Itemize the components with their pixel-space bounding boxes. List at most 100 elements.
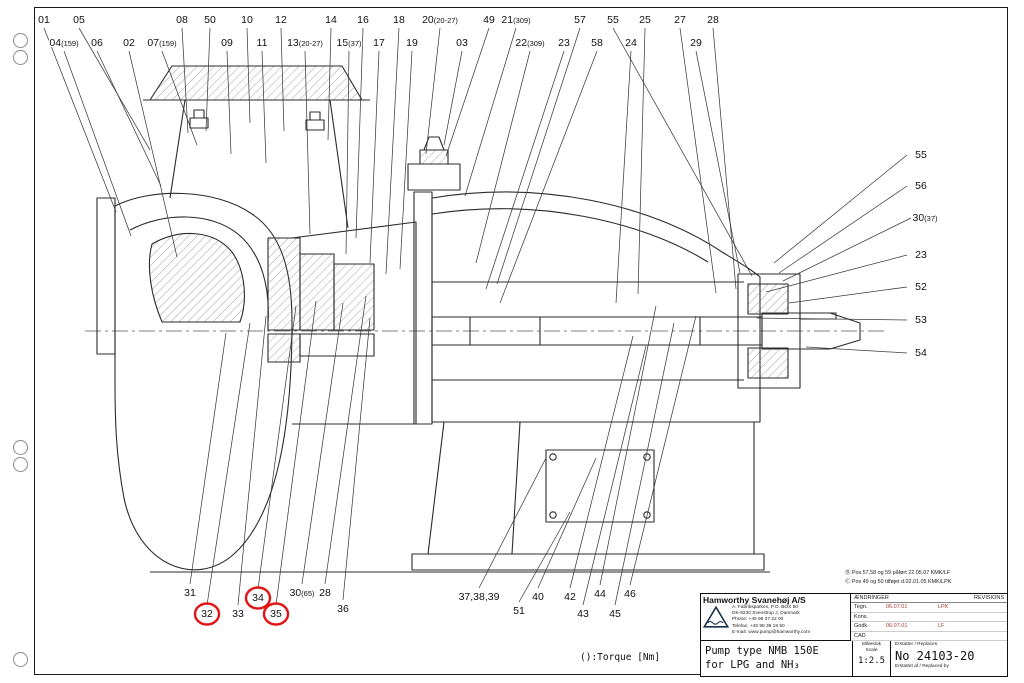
callout-12: 12 xyxy=(274,13,288,132)
callout-22309: 22(309) xyxy=(475,36,546,264)
seal-housing xyxy=(267,221,417,425)
svg-text:29: 29 xyxy=(690,37,702,49)
revision-note-line: Ⓑ Pos 57,58 og 59 påført 22.05.07 KMK/LF xyxy=(845,570,951,576)
scale-label: Målestok xyxy=(861,642,882,647)
callout-21309: 21(309) xyxy=(464,13,532,197)
svg-text:58: 58 xyxy=(591,37,603,49)
svg-text:30(37): 30(37) xyxy=(912,212,938,224)
callout-43: 43 xyxy=(576,345,647,621)
approval-label: Godk. xyxy=(854,623,869,629)
company-cell: Hamworthy Svanehøj A/S A. Fabriksparken,… xyxy=(701,594,851,640)
company-address-line: E-mail: www.pump@hamworthy.com xyxy=(732,629,811,635)
highlight-circle xyxy=(244,586,272,610)
callout-28: 28 xyxy=(706,13,737,290)
callout-34: 34 xyxy=(244,305,297,610)
company-name: Hamworthy Svanehøj A/S xyxy=(703,595,806,605)
company-logo-icon xyxy=(703,605,729,628)
approval-date xyxy=(886,632,938,641)
callout-19: 19 xyxy=(399,36,419,270)
approval-date xyxy=(886,613,938,622)
inspection-plate xyxy=(545,449,655,523)
svg-text:13(20-27): 13(20-27) xyxy=(287,37,323,49)
callout-28: 28 xyxy=(318,295,367,600)
svg-text:05: 05 xyxy=(73,14,85,26)
approval-row: Tegn. 06.07.01 LPK xyxy=(851,603,1007,613)
callout-46: 46 xyxy=(623,315,697,601)
svg-text:24: 24 xyxy=(625,37,637,49)
scale-label-en: Scale xyxy=(865,648,878,654)
highlight-circle xyxy=(193,602,221,626)
svg-text:45: 45 xyxy=(609,608,621,620)
svg-text:06: 06 xyxy=(91,37,103,49)
callout-14: 14 xyxy=(324,13,338,141)
callout-29: 29 xyxy=(689,36,741,274)
svg-text:23: 23 xyxy=(915,249,927,261)
callout-40: 40 xyxy=(531,457,597,604)
approval-date: 06.07.01 xyxy=(886,604,908,610)
svg-text:34: 34 xyxy=(252,592,264,604)
callout-10: 10 xyxy=(240,13,254,124)
callout-373839: 37,38,39 xyxy=(457,457,547,604)
svg-text:23: 23 xyxy=(558,37,570,49)
svg-text:08: 08 xyxy=(176,14,188,26)
svg-text:14: 14 xyxy=(325,14,337,26)
callout-23: 23 xyxy=(485,36,571,290)
svg-text:57: 57 xyxy=(574,14,586,26)
approval-initials: LPK xyxy=(938,604,949,610)
callout-54: 54 xyxy=(805,346,928,360)
punch-hole xyxy=(13,652,28,667)
callout-01: 01 xyxy=(37,13,117,213)
bearing-assembly xyxy=(737,273,801,389)
approval-row: CAD xyxy=(851,632,1007,641)
callout-31: 31 xyxy=(183,332,227,600)
housing-bolt xyxy=(407,136,461,191)
drawing-title-line1: Pump type NMB 150E xyxy=(705,645,819,657)
callout-58: 58 xyxy=(499,36,604,304)
drawing-title-line2: for LPG and NH₃ xyxy=(705,659,800,672)
svg-text:02: 02 xyxy=(123,37,135,49)
svg-text:21(309): 21(309) xyxy=(501,14,531,26)
svg-text:33: 33 xyxy=(232,608,244,620)
pedestal-baseplate xyxy=(150,421,770,573)
company-address-line: DK-9230 Svenstrup J, Danmark xyxy=(732,611,800,617)
svg-text:20(20-27): 20(20-27) xyxy=(422,14,458,26)
callout-02: 02 xyxy=(122,36,178,258)
svg-text:03: 03 xyxy=(456,37,468,49)
approvals-table: ÆNDRINGER REVISIONS Tegn. 06.07.01 LPK K… xyxy=(851,594,1007,641)
callout-56: 56 xyxy=(778,179,928,274)
approval-date: 06.07.01 xyxy=(886,623,908,629)
company-address-line: A. Fabriksparken, P.O. BOX 50 xyxy=(732,605,799,610)
pump-cross-section-drawing xyxy=(85,65,888,573)
replaced-by-label: Erstattet af / Replaced by xyxy=(895,664,949,670)
callout-3037: 30(37) xyxy=(782,211,939,282)
scale-cell: Målestok Scale 1:2.5 xyxy=(853,641,891,676)
svg-text:56: 56 xyxy=(915,180,927,192)
svg-text:46: 46 xyxy=(624,588,636,600)
highlight-circle xyxy=(262,602,290,626)
callout-33: 33 xyxy=(231,315,267,621)
approval-label: Tegn. xyxy=(854,604,868,610)
callout-24: 24 xyxy=(615,36,638,304)
torque-note: ():Torque [Nm] xyxy=(580,652,661,663)
callout-51: 51 xyxy=(512,511,571,618)
callout-42: 42 xyxy=(563,335,634,604)
title-block: Hamworthy Svanehøj A/S A. Fabriksparken,… xyxy=(700,593,1008,677)
callout-27: 27 xyxy=(673,13,717,294)
callout-18: 18 xyxy=(385,13,406,275)
callout-44: 44 xyxy=(593,305,657,601)
svg-text:10: 10 xyxy=(241,14,253,26)
callout-35: 35 xyxy=(262,300,317,626)
callout-50: 50 xyxy=(203,13,217,132)
callout-3065: 30(65) xyxy=(288,302,344,600)
svg-text:18: 18 xyxy=(393,14,405,26)
title-block-bottom-row: Pump type NMB 150E for LPG and NH₃ Måles… xyxy=(701,641,1007,676)
drawing-title: Pump type NMB 150E for LPG and NH₃ xyxy=(701,641,853,676)
callout-06: 06 xyxy=(90,36,162,187)
approval-row: Godk. 06.07.01 LF xyxy=(851,622,1007,632)
callout-17: 17 xyxy=(369,36,386,264)
svg-text:11: 11 xyxy=(257,37,268,49)
svg-text:28: 28 xyxy=(319,587,331,599)
punch-hole xyxy=(13,33,28,48)
